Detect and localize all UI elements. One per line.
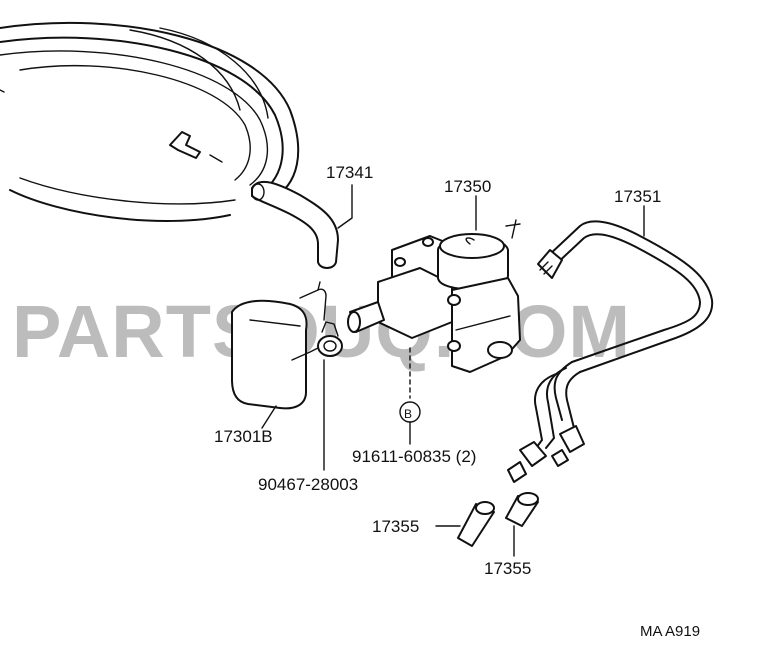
plug-right bbox=[505, 492, 539, 527]
callout-17341: 17341 bbox=[326, 163, 373, 182]
watermark: PARTSOUQ.COM bbox=[12, 290, 631, 373]
hose-clamp bbox=[317, 321, 343, 357]
air-cleaner-housing bbox=[0, 21, 300, 222]
bolt-symbol: B bbox=[404, 407, 412, 421]
plug-left bbox=[457, 501, 495, 547]
leader-17341 bbox=[337, 184, 353, 229]
callout-17355-left: 17355 bbox=[372, 517, 419, 536]
air-cleaner-case bbox=[231, 281, 327, 410]
leader-17301B bbox=[261, 405, 277, 429]
callout-clamp: 90467-28003 bbox=[258, 475, 358, 494]
air-cleaner-hose bbox=[251, 180, 339, 269]
callout-bolt: 91611-60835 (2) bbox=[352, 447, 476, 466]
air-tube bbox=[507, 220, 714, 483]
diagram-code: MA A919 bbox=[640, 623, 700, 640]
callout-17350: 17350 bbox=[444, 177, 491, 196]
callout-17351: 17351 bbox=[614, 187, 661, 206]
callout-17301B: 17301B bbox=[214, 427, 273, 446]
callout-17355-right: 17355 bbox=[484, 559, 531, 578]
reed-valve-assembly bbox=[347, 219, 521, 373]
